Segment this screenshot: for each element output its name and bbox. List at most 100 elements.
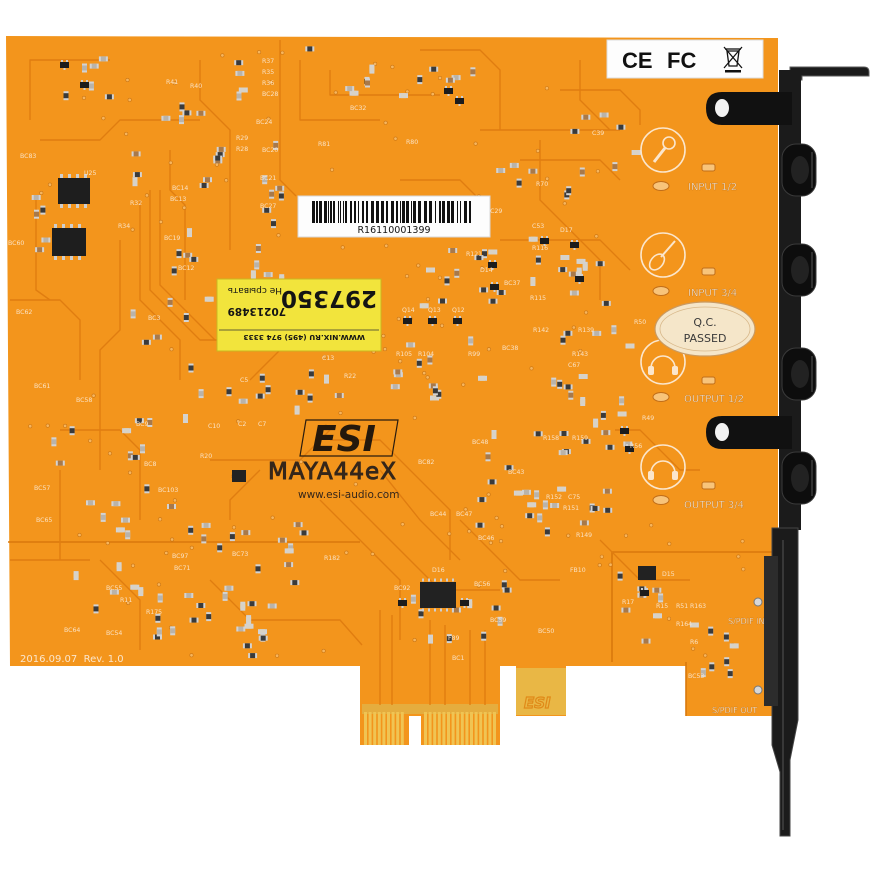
smd-component xyxy=(161,115,171,121)
gold-finger xyxy=(400,712,404,745)
silkscreen-designator: R104 xyxy=(418,351,434,358)
smd-component xyxy=(557,486,567,492)
via xyxy=(666,616,671,621)
via xyxy=(467,529,472,534)
via xyxy=(158,517,163,522)
silkscreen-designator: R152 xyxy=(546,494,562,501)
smd-component xyxy=(204,296,214,302)
pcb-trace xyxy=(299,60,380,121)
via xyxy=(340,245,345,250)
silkscreen-designator: BC97 xyxy=(172,553,188,560)
silkscreen-designator: BC83 xyxy=(20,153,36,160)
silkscreen-designator: R37 xyxy=(262,58,274,65)
smd-component xyxy=(199,183,209,188)
silkscreen-designator: R32 xyxy=(130,200,142,207)
via xyxy=(623,533,628,538)
smd-component xyxy=(416,358,422,368)
via xyxy=(384,243,389,248)
pcb-trace xyxy=(10,299,81,380)
smd-component xyxy=(295,389,305,395)
smd-component xyxy=(724,657,730,667)
silkscreen-designator: R182 xyxy=(324,555,340,562)
ce-mark-icon: CE xyxy=(622,48,653,73)
gold-finger xyxy=(442,712,446,745)
via xyxy=(47,182,52,187)
qc-line-1: Q.C. xyxy=(693,316,716,329)
silkscreen-designator: BC44 xyxy=(430,511,446,518)
via xyxy=(214,162,219,167)
via xyxy=(741,567,746,572)
smd-component xyxy=(557,379,563,389)
smd-component xyxy=(446,634,452,644)
silkscreen-designator: C10 xyxy=(208,423,220,430)
smd-component xyxy=(171,266,177,276)
silkscreen-designator: R70 xyxy=(536,181,548,188)
smd-component xyxy=(196,603,206,608)
smd-component xyxy=(265,385,271,395)
smd-component xyxy=(34,209,39,219)
qc-line-2: PASSED xyxy=(684,332,727,345)
smd-component xyxy=(104,94,114,100)
barcode-bar xyxy=(439,201,441,223)
pcb-trace xyxy=(139,200,181,380)
smd-component xyxy=(248,653,258,659)
silkscreen-designator: C53 xyxy=(532,223,544,230)
gold-finger xyxy=(456,712,460,745)
via xyxy=(370,551,375,556)
silkscreen-designator: R17 xyxy=(622,599,634,606)
silkscreen-designator: BC103 xyxy=(158,487,178,494)
smd-component xyxy=(603,507,613,513)
barcode-bar xyxy=(435,201,436,223)
serial-barcode-label: R16110001399 xyxy=(297,195,491,238)
ic-chips xyxy=(52,174,656,612)
smd-component xyxy=(488,249,498,255)
smd-component xyxy=(418,609,424,619)
via xyxy=(381,333,386,338)
silkscreen-designator: R11 xyxy=(120,597,132,604)
silkscreen-designator: BC48 xyxy=(472,439,488,446)
smd-component xyxy=(429,66,439,72)
silkscreen-designator: R115 xyxy=(530,295,546,302)
via xyxy=(127,97,132,102)
silkscreen-designator: BC43 xyxy=(508,469,524,476)
via xyxy=(172,498,177,503)
smd-component xyxy=(182,110,192,116)
pcb-trace xyxy=(520,159,621,181)
smd-component xyxy=(581,438,591,444)
smd-component xyxy=(579,167,585,177)
sot23-transistor xyxy=(620,426,629,436)
guitar-icon xyxy=(640,232,686,278)
smd-component xyxy=(601,300,611,306)
barcode-bar xyxy=(400,201,401,223)
smd-component xyxy=(528,236,538,242)
silkscreen-designator: C13 xyxy=(322,355,334,362)
smd-component xyxy=(570,128,580,134)
gold-finger xyxy=(465,712,469,745)
silkscreen-designator: U25 xyxy=(84,170,96,177)
smd-component xyxy=(222,591,228,601)
smd-component xyxy=(729,643,739,649)
pcb-trace xyxy=(459,519,560,581)
silkscreen-designator: R35 xyxy=(262,69,274,76)
via xyxy=(499,524,504,529)
smd-component xyxy=(428,634,433,644)
silkscreen-designator: R99 xyxy=(468,351,480,358)
smd-component xyxy=(566,186,572,196)
smd-component xyxy=(111,501,121,507)
via xyxy=(164,550,169,555)
barcode-bar xyxy=(411,201,412,223)
via xyxy=(91,393,96,398)
sot23-transistor xyxy=(444,86,453,96)
smd-component xyxy=(582,261,588,271)
barcode-bar xyxy=(354,201,356,223)
smd-component xyxy=(305,46,315,52)
via xyxy=(703,653,708,658)
silkscreen-designator: BC57 xyxy=(34,485,50,492)
smd-component xyxy=(138,587,144,597)
barcode-bar xyxy=(345,201,347,223)
smd-component xyxy=(259,373,265,383)
smd-component xyxy=(189,617,199,623)
revision-date: 2016.09.07 Rev. 1.0 xyxy=(20,654,124,665)
ic-chip xyxy=(58,174,90,208)
